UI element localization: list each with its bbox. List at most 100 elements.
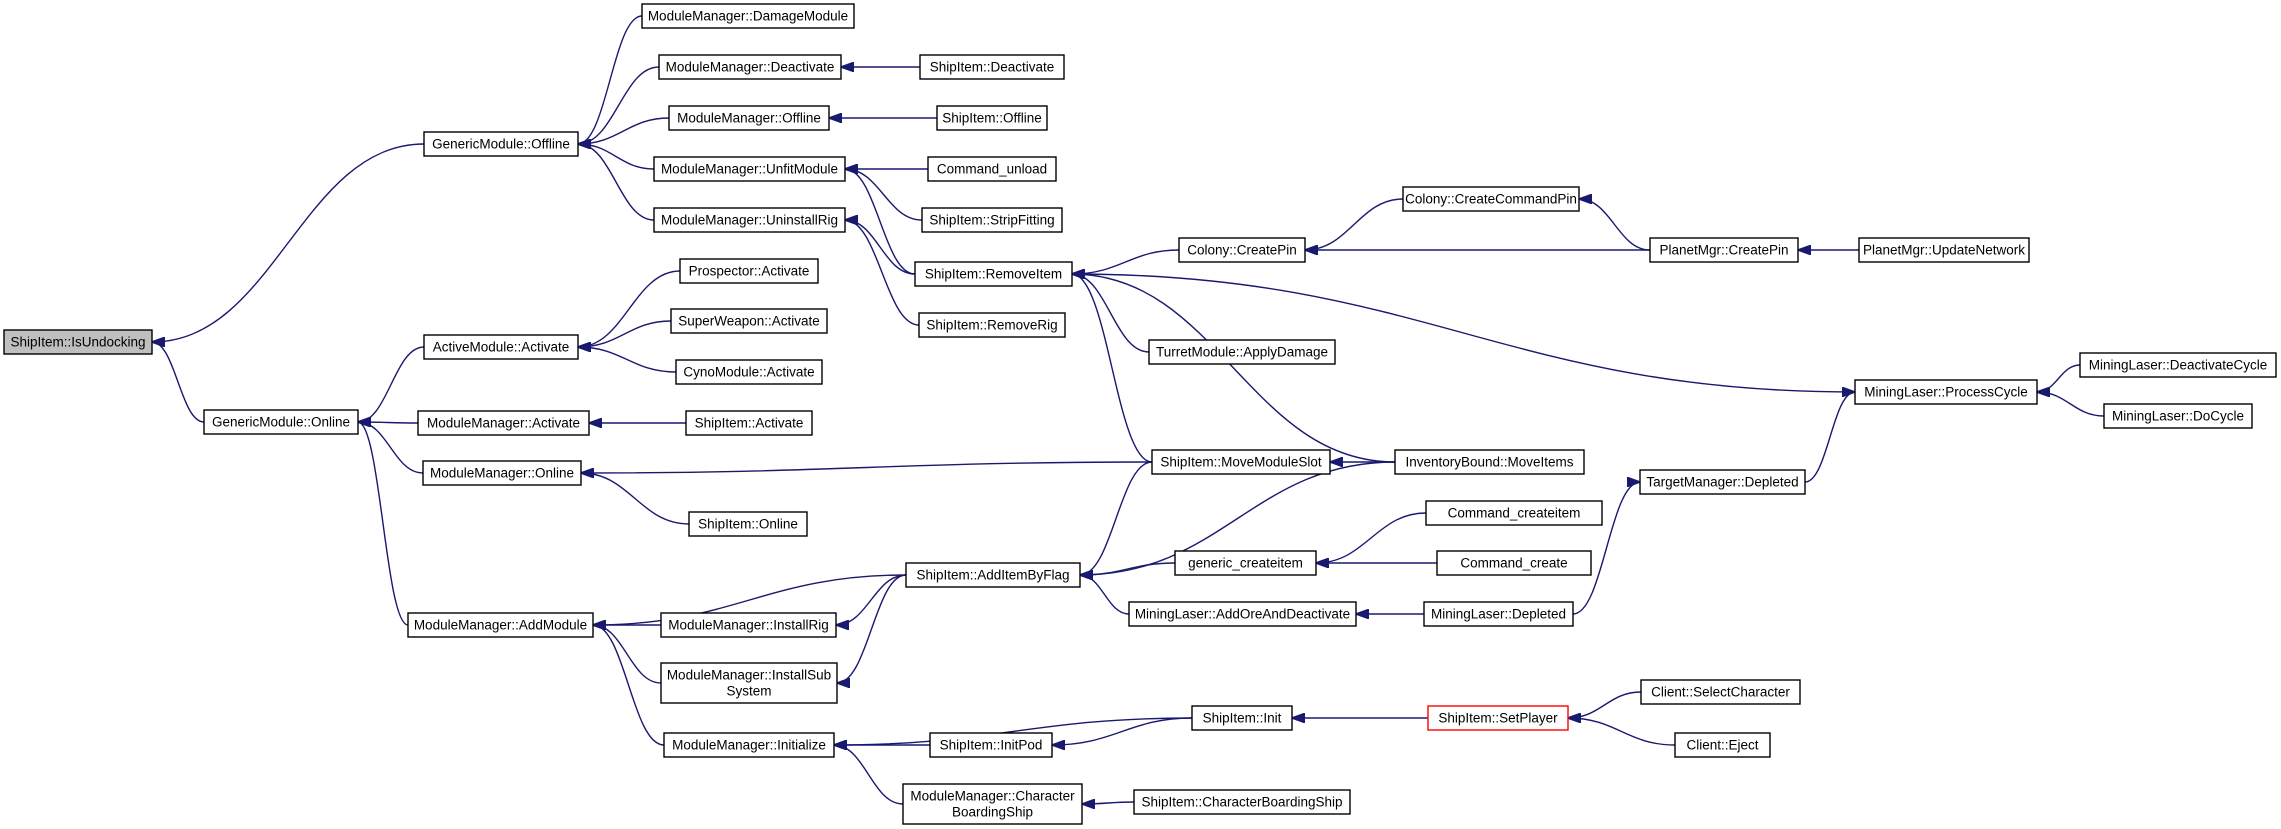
- node-planetmgr-updatenetwork[interactable]: PlanetMgr::UpdateNetwork: [1858, 237, 2030, 263]
- node-label: ModuleManager::Online: [430, 466, 574, 481]
- node-targetmanager-depleted[interactable]: TargetManager::Depleted: [1639, 469, 1806, 495]
- node-modulemanager-character-boardingship[interactable]: ModuleManager::CharacterBoardingShip: [902, 783, 1083, 825]
- node-shipitem-deactivate[interactable]: ShipItem::Deactivate: [919, 54, 1065, 80]
- node-label: Command_create: [1460, 556, 1567, 571]
- node-modulemanager-damagemodule[interactable]: ModuleManager::DamageModule: [641, 3, 855, 29]
- node-command-createitem[interactable]: Command_createitem: [1425, 500, 1603, 526]
- node-box: [203, 409, 359, 435]
- edge-mm-online-to-gm-online: [358, 422, 424, 474]
- node-prospector-activate[interactable]: Prospector::Activate: [679, 258, 819, 284]
- edge-am-activate-to-gm-online: [358, 346, 425, 422]
- node-client-eject[interactable]: Client::Eject: [1674, 732, 1771, 758]
- node-box: [675, 359, 823, 385]
- node-label: BoardingShip: [952, 805, 1033, 820]
- node-genericmodule-online[interactable]: GenericModule::Online: [203, 409, 359, 435]
- node-label: InventoryBound::MoveItems: [1405, 455, 1573, 470]
- node-box: [914, 261, 1073, 287]
- node-box: [1425, 500, 1603, 526]
- node-box: [921, 207, 1063, 233]
- node-label: ModuleManager::UnfitModule: [661, 162, 838, 177]
- edge-si-online-to-mm-online: [581, 473, 690, 525]
- node-box: [1191, 705, 1293, 731]
- node-box: [927, 156, 1057, 182]
- node-generic-createitem[interactable]: generic_createitem: [1174, 550, 1317, 576]
- node-activemodule-activate[interactable]: ActiveModule::Activate: [423, 334, 579, 360]
- node-label: Client::Eject: [1686, 738, 1758, 753]
- node-modulemanager-addmodule[interactable]: ModuleManager::AddModule: [407, 612, 594, 638]
- edge-si-strip-to-mm-unfit: [845, 169, 923, 221]
- node-label: ModuleManager::InstallRig: [668, 618, 829, 633]
- edge-generic-create-to-si-additembyflag: [1080, 562, 1176, 575]
- node-box: [902, 783, 1083, 825]
- node-box: [1151, 449, 1331, 475]
- node-shipitem-offline[interactable]: ShipItem::Offline: [936, 105, 1048, 131]
- node-label: ShipItem::RemoveRig: [926, 318, 1057, 333]
- node-label: ModuleManager::Character: [910, 789, 1075, 804]
- node-label: ShipItem::SetPlayer: [1438, 711, 1558, 726]
- node-box: [653, 207, 846, 233]
- node-shipitem-online[interactable]: ShipItem::Online: [688, 511, 808, 537]
- node-shipitem-characterboardingship[interactable]: ShipItem::CharacterBoardingShip: [1133, 789, 1351, 815]
- node-label: ShipItem::Deactivate: [930, 60, 1055, 75]
- node-shipitem-isundocking[interactable]: ShipItem::IsUndocking: [3, 329, 153, 355]
- node-box: [1148, 339, 1336, 365]
- node-label: ShipItem::StripFitting: [929, 213, 1054, 228]
- node-shipitem-removeitem[interactable]: ShipItem::RemoveItem: [914, 261, 1073, 287]
- node-client-selectcharacter[interactable]: Client::SelectCharacter: [1640, 679, 1801, 705]
- node-label: PlanetMgr::UpdateNetwork: [1863, 243, 2025, 258]
- node-modulemanager-uninstallrig[interactable]: ModuleManager::UninstallRig: [653, 207, 846, 233]
- node-colony-createcommandpin[interactable]: Colony::CreateCommandPin: [1402, 186, 1580, 212]
- node-modulemanager-deactivate[interactable]: ModuleManager::Deactivate: [658, 54, 842, 80]
- edge-inv-moveitems-to-si-removeitem: [1072, 274, 1396, 463]
- node-shipitem-removerig[interactable]: ShipItem::RemoveRig: [918, 312, 1066, 338]
- node-label: CynoModule::Activate: [683, 365, 814, 380]
- node-shipitem-additembyflag[interactable]: ShipItem::AddItemByFlag: [905, 562, 1081, 588]
- node-cynomodule-activate[interactable]: CynoModule::Activate: [675, 359, 823, 385]
- edge-si-removerig-to-mm-uninstallrig: [845, 220, 920, 326]
- node-turretmodule-applydamage[interactable]: TurretModule::ApplyDamage: [1148, 339, 1336, 365]
- node-modulemanager-online[interactable]: ModuleManager::Online: [422, 460, 582, 486]
- node-mininglaser-deactivatecycle[interactable]: MiningLaser::DeactivateCycle: [2079, 352, 2277, 378]
- node-shipitem-setplayer[interactable]: ShipItem::SetPlayer: [1427, 705, 1569, 731]
- node-mininglaser-docycle[interactable]: MiningLaser::DoCycle: [2103, 403, 2253, 429]
- node-modulemanager-initialize[interactable]: ModuleManager::Initialize: [663, 732, 835, 758]
- node-box: [1128, 601, 1357, 627]
- edge-gm-offline-to-root: [152, 143, 425, 342]
- edge-ml-deactivatecycle-to-ml-processcycle: [2037, 364, 2081, 392]
- node-box: [1423, 601, 1574, 627]
- node-box: [905, 562, 1081, 588]
- node-mininglaser-addoreanddeactivate[interactable]: MiningLaser::AddOreAndDeactivate: [1128, 601, 1357, 627]
- node-shipitem-activate[interactable]: ShipItem::Activate: [685, 410, 813, 436]
- node-box: [1402, 186, 1580, 212]
- node-inventorybound-moveitems[interactable]: InventoryBound::MoveItems: [1394, 449, 1585, 475]
- node-command-create[interactable]: Command_create: [1436, 550, 1592, 576]
- node-box: [670, 308, 828, 334]
- node-modulemanager-installrig[interactable]: ModuleManager::InstallRig: [660, 612, 837, 638]
- node-shipitem-stripfitting[interactable]: ShipItem::StripFitting: [921, 207, 1063, 233]
- node-box: [2079, 352, 2277, 378]
- node-colony-createpin[interactable]: Colony::CreatePin: [1178, 237, 1306, 263]
- node-modulemanager-offline[interactable]: ModuleManager::Offline: [668, 105, 830, 131]
- node-planetmgr-createpin[interactable]: PlanetMgr::CreatePin: [1649, 237, 1799, 263]
- node-label: ModuleManager::UninstallRig: [661, 213, 838, 228]
- node-shipitem-movemoduleslot[interactable]: ShipItem::MoveModuleSlot: [1151, 449, 1331, 475]
- edge-mm-uninstallrig-to-gm-offline: [578, 144, 655, 221]
- node-label: Command_createitem: [1448, 506, 1581, 521]
- node-mininglaser-processcycle[interactable]: MiningLaser::ProcessCycle: [1854, 379, 2038, 405]
- node-shipitem-initpod[interactable]: ShipItem::InitPod: [929, 732, 1053, 758]
- edge-mm-installsub-to-mm-addmodule: [593, 625, 662, 684]
- node-box: [918, 312, 1066, 338]
- node-label: ShipItem::MoveModuleSlot: [1160, 455, 1322, 470]
- node-modulemanager-activate[interactable]: ModuleManager::Activate: [417, 410, 590, 436]
- node-box: [919, 54, 1065, 80]
- edge-colony-createpin-to-si-removeitem: [1072, 249, 1180, 274]
- node-shipitem-init[interactable]: ShipItem::Init: [1191, 705, 1293, 731]
- node-box: [1178, 237, 1306, 263]
- node-mininglaser-depleted[interactable]: MiningLaser::Depleted: [1423, 601, 1574, 627]
- node-command-unload[interactable]: Command_unload: [927, 156, 1057, 182]
- node-modulemanager-unfitmodule[interactable]: ModuleManager::UnfitModule: [653, 156, 846, 182]
- node-genericmodule-offline[interactable]: GenericModule::Offline: [423, 131, 579, 157]
- node-superweapon-activate[interactable]: SuperWeapon::Activate: [670, 308, 828, 334]
- edge-colony-createcmdpin-to-colony-createpin: [1305, 198, 1404, 250]
